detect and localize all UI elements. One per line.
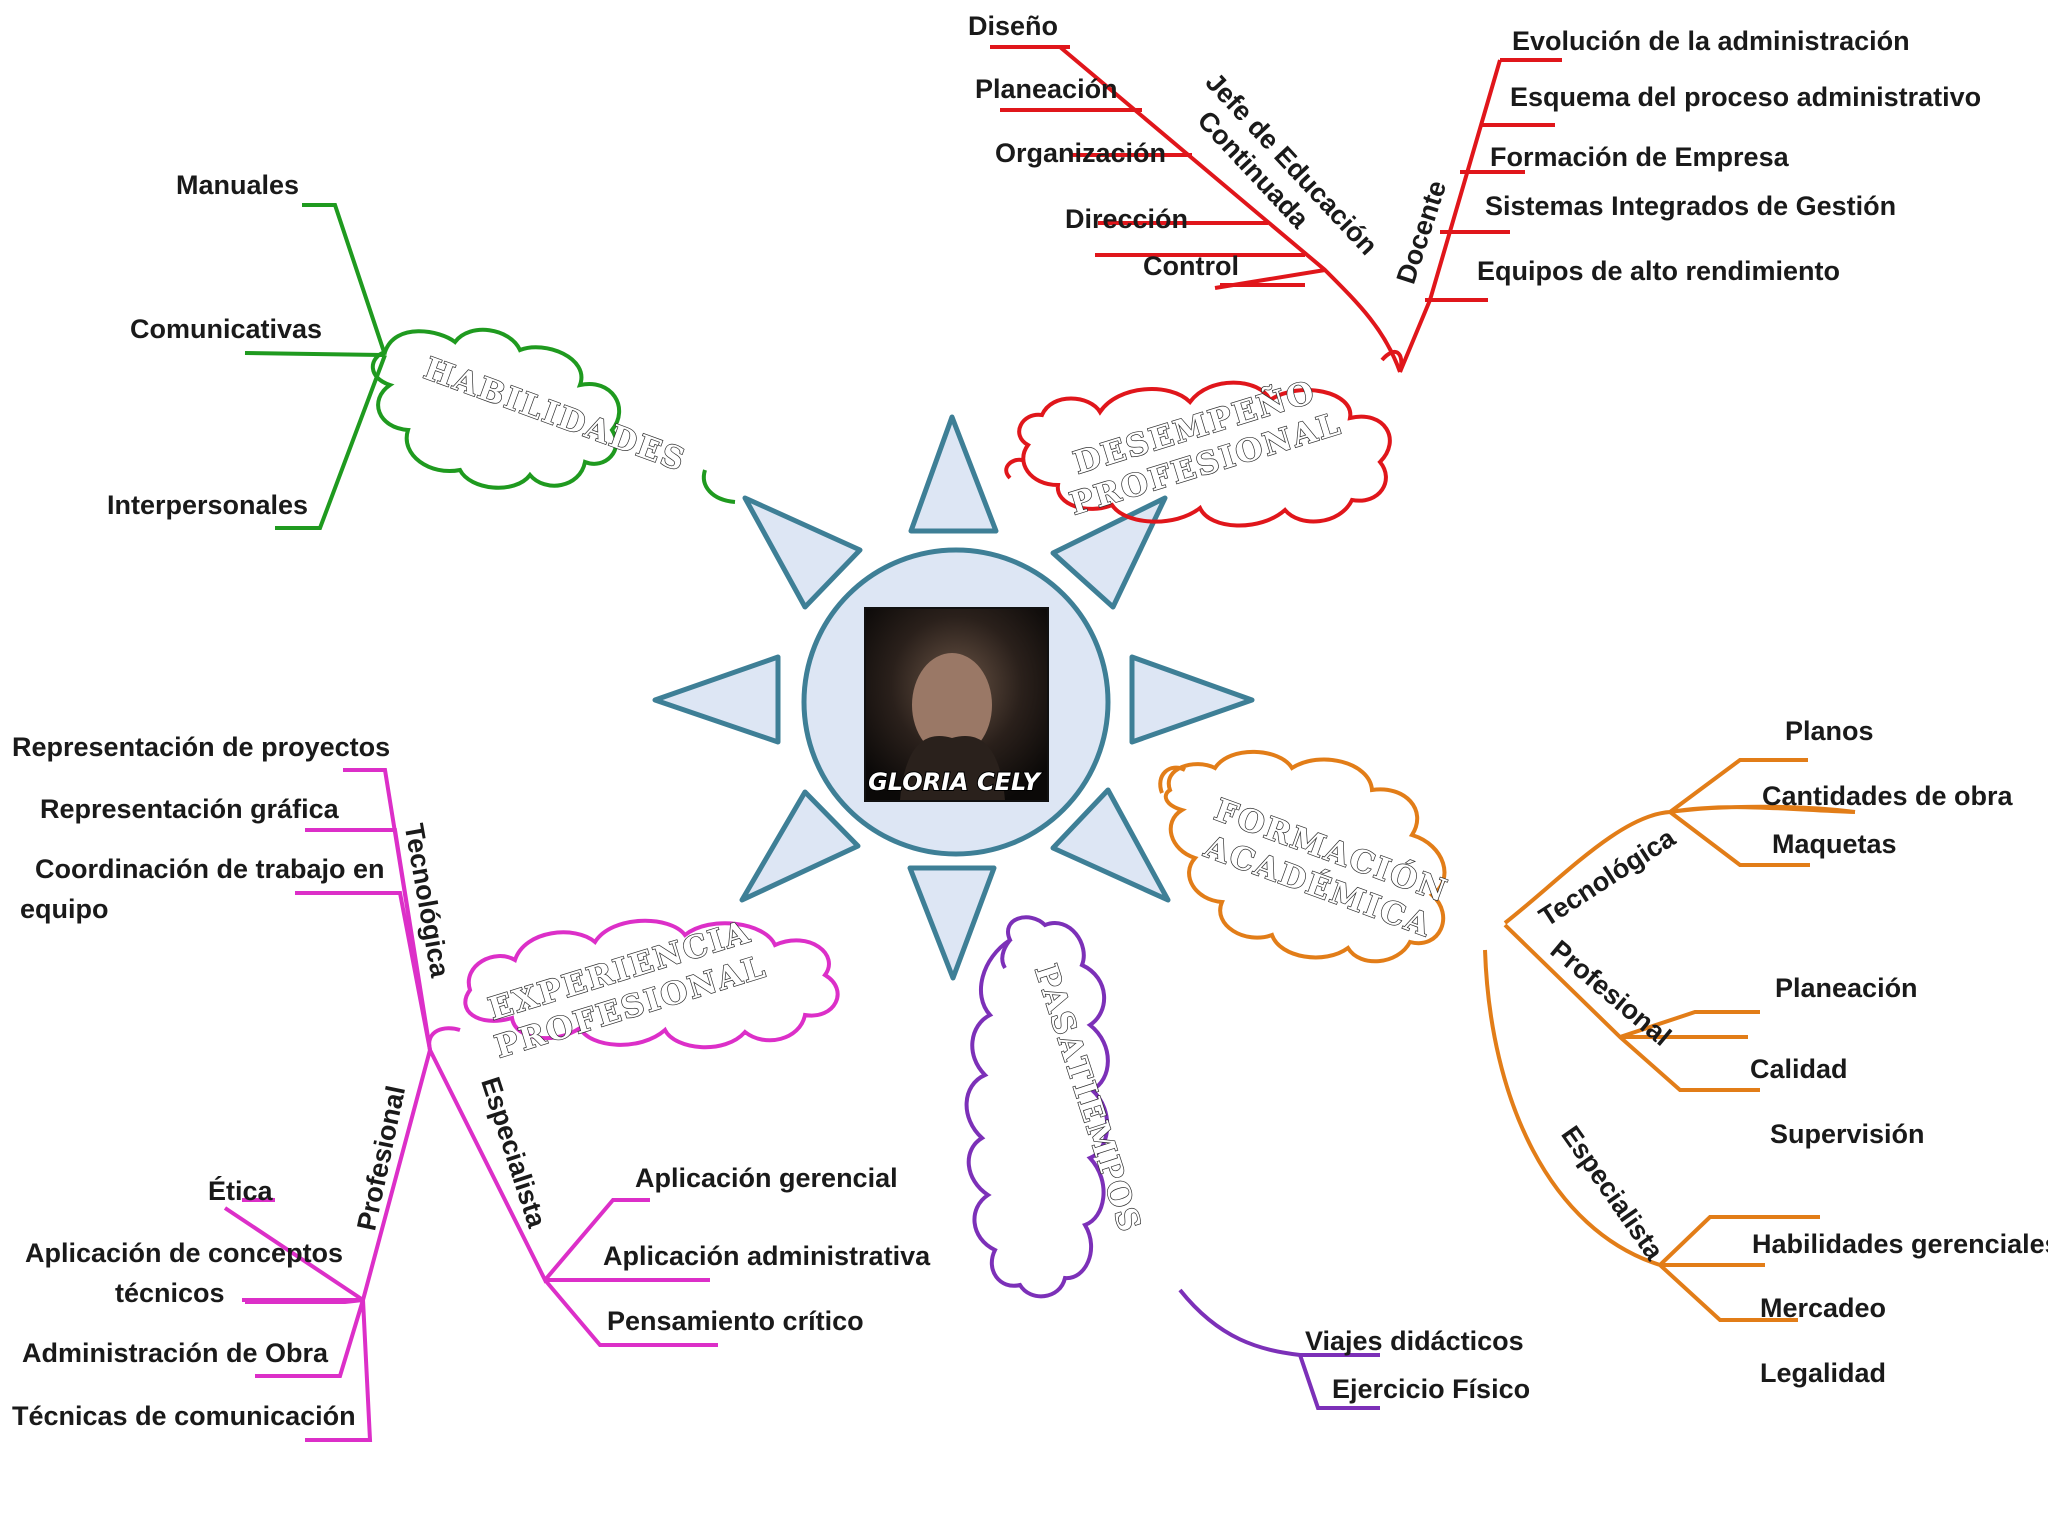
experiencia-prof-item-administracion-obra: Administración de Obra — [22, 1338, 329, 1368]
experiencia-prof-item-tecnicos: técnicos — [115, 1278, 225, 1308]
experiencia-tec-item-representacion-proyectos: Representación de proyectos — [12, 732, 390, 762]
experiencia-esp-item-pensamiento: Pensamiento crítico — [607, 1306, 864, 1336]
experiencia-tec-item-equipo: equipo — [20, 894, 109, 924]
cloud-habilidades: HABILIDADES — [418, 350, 691, 480]
branch-formacion — [1158, 749, 1856, 1322]
experiencia-prof-item-tecnicas-comunicacion: Técnicas de comunicación — [12, 1401, 356, 1431]
star-ray-top — [908, 414, 999, 534]
star-ray-top-left — [742, 495, 863, 610]
docente-item-formacion-empresa: Formación de Empresa — [1490, 142, 1790, 172]
branch-experiencia — [223, 768, 840, 1442]
formacion-prof-item-supervision: Supervisión — [1770, 1119, 1925, 1149]
experiencia-tec-item-coordinacion: Coordinación de trabajo en — [35, 854, 385, 884]
formacion-esp-item-legalidad: Legalidad — [1760, 1358, 1886, 1388]
branch-pasatiempos — [964, 915, 1380, 1410]
formacion-tec-item-planos: Planos — [1785, 716, 1874, 746]
habilidades-item-interpersonales: Interpersonales — [107, 490, 308, 520]
star-ray-left — [652, 654, 781, 745]
formacion-esp-item-mercadeo: Mercadeo — [1760, 1293, 1886, 1323]
experiencia-prof-item-etica: Ética — [208, 1175, 274, 1206]
formacion-prof-item-calidad: Calidad — [1750, 1054, 1848, 1084]
portrait-photo — [912, 653, 992, 757]
star-ray-top-right — [1050, 495, 1168, 610]
docente-item-evolucion: Evolución de la administración — [1512, 26, 1910, 56]
docente-item-equipos: Equipos de alto rendimiento — [1477, 256, 1840, 286]
center-name: GLORIA CELY — [868, 768, 1042, 796]
pasatiempos-item-viajes: Viajes didácticos — [1305, 1326, 1524, 1356]
experiencia-prof-item-aplicacion-conceptos: Aplicación de conceptos — [25, 1238, 343, 1268]
habilidades-item-comunicativas: Comunicativas — [130, 314, 322, 344]
pasatiempos-item-ejercicio: Ejercicio Físico — [1332, 1374, 1530, 1404]
formacion-tec-item-cantidades: Cantidades de obra — [1762, 781, 2014, 811]
formacion-profesional-label: Profesional — [1545, 934, 1677, 1052]
star-ray-bottom-right — [1050, 787, 1171, 903]
jefe-item-planeacion: Planeación — [975, 74, 1118, 104]
formacion-prof-item-planeacion: Planeación — [1775, 973, 1918, 1003]
docente-item-esquema: Esquema del proceso administrativo — [1510, 82, 1981, 112]
jefe-item-direccion: Dirección — [1065, 204, 1188, 234]
experiencia-especialista-label: Especialista — [475, 1073, 552, 1232]
experiencia-esp-item-gerencial: Aplicación gerencial — [635, 1163, 898, 1193]
cloud-pasatiempos-title: PASATIEMPOS — [1027, 960, 1148, 1237]
jefe-item-organizacion: Organización — [995, 138, 1166, 168]
branch-desempeno — [990, 45, 1562, 528]
branch-habilidades — [244, 203, 736, 530]
formacion-esp-item-habilidades: Habilidades gerenciales — [1752, 1229, 2048, 1259]
habilidades-item-manuales: Manuales — [176, 170, 299, 200]
habilidades-title: HABILIDADES — [419, 351, 691, 479]
star-ray-bottom — [907, 865, 997, 981]
center-photo: GLORIA CELY — [864, 607, 1049, 802]
star-ray-right — [1129, 654, 1255, 745]
star-ray-bottom-left — [739, 789, 861, 903]
formacion-tec-item-maquetas: Maquetas — [1772, 829, 1897, 859]
experiencia-esp-item-administrativa: Aplicación administrativa — [603, 1241, 931, 1271]
jefe-item-diseno: Diseño — [968, 11, 1058, 41]
docente-item-sistemas: Sistemas Integrados de Gestión — [1485, 191, 1896, 221]
jefe-item-control: Control — [1143, 251, 1239, 281]
experiencia-tec-item-representacion-grafica: Representación gráfica — [40, 794, 340, 824]
